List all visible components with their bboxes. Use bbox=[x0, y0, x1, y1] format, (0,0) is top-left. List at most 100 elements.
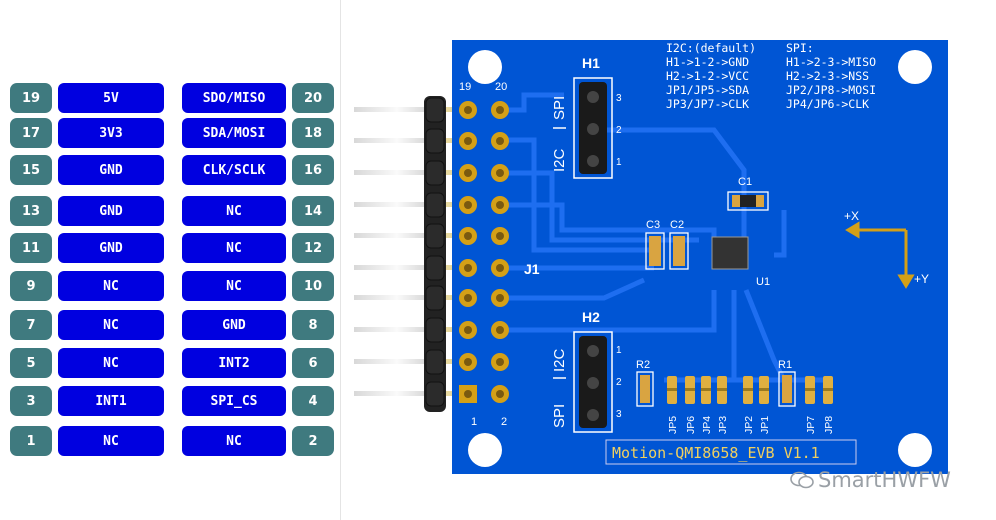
pin-number-left: 9 bbox=[10, 271, 52, 301]
r1-outline bbox=[778, 371, 796, 407]
header-cells bbox=[425, 97, 445, 407]
pcb-substrate bbox=[452, 40, 948, 474]
config-note-line: H1->1-2->GND bbox=[666, 55, 749, 69]
pin-label-left: GND bbox=[58, 233, 164, 263]
config-note-line: JP1/JP5->SDA bbox=[666, 83, 749, 97]
pin-label-right: SDA/MOSI bbox=[182, 118, 286, 148]
config-note-line: JP2/JP8->MOSI bbox=[786, 83, 876, 97]
c2-body bbox=[673, 236, 685, 266]
pad-label-19: 19 bbox=[459, 81, 471, 93]
h1-spi-label: SPI bbox=[551, 96, 568, 120]
c3-outline bbox=[645, 232, 665, 270]
h2-outline bbox=[573, 331, 613, 433]
pin-label-left: GND bbox=[58, 155, 164, 185]
pad-hole bbox=[464, 137, 472, 145]
pin-number-right: 16 bbox=[292, 155, 334, 185]
jumper-pad-gap bbox=[717, 388, 727, 391]
header-cell bbox=[425, 160, 445, 186]
pad-hole bbox=[464, 169, 472, 177]
jumper-label: JP2 bbox=[743, 416, 755, 434]
pad-hole bbox=[464, 201, 472, 209]
pin-label-right: CLK/SCLK bbox=[182, 155, 286, 185]
h2-i2c-label: I2C bbox=[551, 348, 568, 372]
axis-y-label: +Y bbox=[914, 272, 929, 286]
pad-hole bbox=[496, 169, 504, 177]
r2-body bbox=[640, 375, 650, 403]
header-cell bbox=[425, 223, 445, 249]
pin-number-right: 20 bbox=[292, 83, 334, 113]
pin-label-right: NC bbox=[182, 196, 286, 226]
pad-hole bbox=[496, 326, 504, 334]
pin-number-right: 18 bbox=[292, 118, 334, 148]
pad-hole bbox=[496, 294, 504, 302]
c3-body bbox=[649, 236, 661, 266]
h2-label: H2 bbox=[582, 309, 600, 325]
jumper-label: JP7 bbox=[805, 416, 817, 434]
h1-outline bbox=[573, 77, 613, 179]
config-note-line: H1->2-3->MISO bbox=[786, 55, 876, 69]
pin-number-right: 8 bbox=[292, 310, 334, 340]
mounting-hole bbox=[468, 433, 502, 467]
jumper-pin bbox=[587, 123, 599, 135]
pin-number-left: 11 bbox=[10, 233, 52, 263]
pin-number-right: 4 bbox=[292, 386, 334, 416]
pin-number-right: 2 bbox=[292, 426, 334, 456]
pad-hole bbox=[496, 264, 504, 272]
pin-number-left: 19 bbox=[10, 83, 52, 113]
header-pin bbox=[354, 107, 440, 112]
pin-number-left: 7 bbox=[10, 310, 52, 340]
header-cell bbox=[425, 317, 445, 343]
pad-label-20: 20 bbox=[495, 81, 507, 93]
config-note-line: H2->1-2->VCC bbox=[666, 69, 749, 83]
header-pin bbox=[354, 233, 440, 238]
pin-label-left: INT1 bbox=[58, 386, 164, 416]
pin-number-left: 17 bbox=[10, 118, 52, 148]
mounting-hole bbox=[898, 50, 932, 84]
jumper-pin bbox=[587, 91, 599, 103]
h1-pin2: 2 bbox=[616, 125, 622, 136]
header-pin bbox=[354, 265, 440, 270]
header-cell bbox=[425, 97, 445, 123]
pad-hole bbox=[464, 326, 472, 334]
pin-label-right: NC bbox=[182, 271, 286, 301]
jumper-pad-gap bbox=[805, 388, 815, 391]
pin-label-left: NC bbox=[58, 271, 164, 301]
jumper-label: JP8 bbox=[823, 416, 835, 434]
pin-label-right: GND bbox=[182, 310, 286, 340]
r1-body bbox=[782, 375, 792, 403]
jumper-pin bbox=[587, 155, 599, 167]
config-note-line: H2->2-3->NSS bbox=[786, 69, 869, 83]
header-pin bbox=[354, 138, 440, 143]
config-note-line: JP4/JP6->CLK bbox=[786, 97, 869, 111]
h1-i2c-label: I2C bbox=[551, 148, 568, 172]
u1-label: U1 bbox=[756, 276, 770, 288]
jumper-label: JP1 bbox=[759, 416, 771, 434]
jumper-pin bbox=[587, 377, 599, 389]
pad-hole bbox=[496, 358, 504, 366]
jumper-label: JP4 bbox=[701, 416, 713, 434]
pin-number-right: 12 bbox=[292, 233, 334, 263]
config-note-line: SPI: bbox=[786, 41, 814, 55]
spi-notes: SPI:H1->2-3->MISOH2->2-3->NSSJP2/JP8->MO… bbox=[786, 41, 876, 111]
pad-label-2: 2 bbox=[501, 416, 507, 428]
jumper-pad-gap bbox=[667, 388, 677, 391]
header-pin bbox=[354, 359, 440, 364]
h1-pin1: 1 bbox=[616, 157, 622, 168]
r1-label: R1 bbox=[778, 359, 792, 371]
pin-label-left: NC bbox=[58, 426, 164, 456]
pin-number-left: 13 bbox=[10, 196, 52, 226]
jumper-pad-gap bbox=[685, 388, 695, 391]
mounting-hole bbox=[468, 50, 502, 84]
r2-outline bbox=[636, 371, 654, 407]
jumper-label: JP3 bbox=[717, 416, 729, 434]
header-cell bbox=[425, 349, 445, 375]
c2-outline bbox=[669, 232, 689, 270]
jumper-label: JP6 bbox=[685, 416, 697, 434]
c3-label: C3 bbox=[646, 219, 660, 231]
header-pin bbox=[354, 202, 440, 207]
